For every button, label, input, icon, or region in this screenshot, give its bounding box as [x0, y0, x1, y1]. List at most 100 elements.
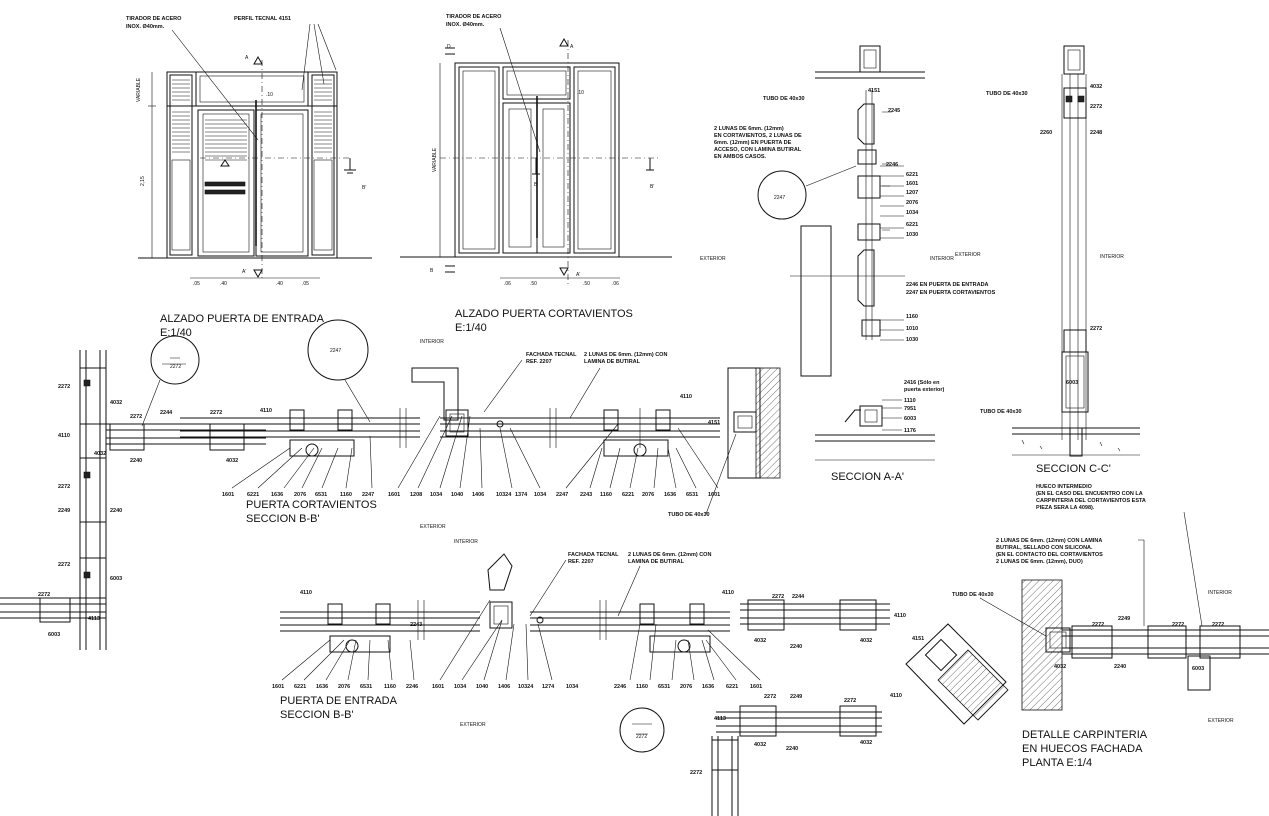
- ref-7951-aa: 7951: [904, 406, 916, 412]
- note-lunas-e1: 2 LUNAS DE 6mm. (12mm) CON: [628, 552, 711, 558]
- title-alzado-entrada: ALZADO PUERTA DE ENTRADA: [160, 313, 325, 325]
- marker-a-prime: A': [242, 269, 246, 275]
- dim-05a: .05: [193, 281, 200, 287]
- marker-a-prime-cv: A': [576, 272, 580, 278]
- note-det-4: 2 LUNAS DE 6mm. (12mm), DUO): [996, 559, 1083, 565]
- ref-4110-bb-r: 4110: [680, 394, 692, 400]
- ref-6221b-aa: 6221: [906, 222, 918, 228]
- ref-6003-l2: 6003: [48, 632, 60, 638]
- ref-fan-1601c: 1601: [708, 492, 720, 498]
- label-interior-cc: INTERIOR: [1100, 254, 1124, 260]
- ref-2240-rd: 2240: [790, 644, 802, 650]
- ref-e-2246: 2246: [406, 684, 418, 690]
- ref-2249-l: 2249: [58, 508, 70, 514]
- elevation-windbreak-door: B B' A A' D B VARIABLE .06 .50 .50 .06 .…: [400, 14, 672, 334]
- ref-2244-l: 2244: [160, 410, 173, 416]
- note-lunas-bb-1: 2 LUNAS DE 6mm. (12mm) CON: [584, 352, 667, 358]
- note-perfil-tecnal: PERFIL TECNAL 4151: [234, 16, 291, 22]
- ref-1160-aa: 1160: [906, 314, 918, 320]
- left-louver: [169, 74, 193, 256]
- dim-40b: .40: [276, 281, 283, 287]
- ref-fan-6221b: 6221: [622, 492, 634, 498]
- right-louver: [311, 74, 335, 256]
- ref-2272-l5: 2272: [58, 562, 70, 568]
- note-fachada-e2: REF. 2207: [568, 559, 594, 565]
- ref-2272b-cc: 2272: [1090, 326, 1102, 332]
- ref-2272-l4: 2272: [58, 484, 70, 490]
- ref-2272-rb3: 2272: [690, 770, 702, 776]
- ref-fan-2243: 2243: [580, 492, 592, 498]
- ref-4113-l: 4113: [88, 616, 100, 622]
- ref-2272-cc: 2272: [1090, 104, 1102, 110]
- ref-e-1160b: 1160: [636, 684, 648, 690]
- ref-fan-1160b: 1160: [600, 492, 612, 498]
- ref-2272-det2: 2272: [1172, 622, 1184, 628]
- ref-e-1034b: 1034: [566, 684, 579, 690]
- ref-fan-1636b: 1636: [664, 492, 676, 498]
- title-entrada-bb: PUERTA DE ENTRADA: [280, 695, 398, 707]
- ref-4032-cc: 4032: [1090, 84, 1102, 90]
- note-2416-1: 2416 (Sólo en: [904, 380, 940, 386]
- note-tirador-2: INOX. Ø40mm.: [126, 24, 165, 30]
- ref-2249-rb: 2249: [790, 694, 802, 700]
- ref-e-2076: 2076: [338, 684, 350, 690]
- note-hueco-3: CARPINTERIA DEL CORTAVIENTOS ESTA: [1036, 498, 1146, 504]
- label-exterior-eb: EXTERIOR: [460, 722, 486, 728]
- ref-2244-rd: 2244: [792, 594, 805, 600]
- ref-e-1601b: 1601: [432, 684, 444, 690]
- label-interior-bb: INTERIOR: [420, 339, 444, 345]
- ref-4110-l: 4110: [58, 433, 70, 439]
- ref-fan-6531: 6531: [315, 492, 327, 498]
- corner-detail-left: 2272 2272 4032 2272 2244 2272 4110 4032 …: [0, 335, 266, 650]
- ref-fan-1601b: 1601: [388, 492, 400, 498]
- ref-2240-det: 2240: [1114, 664, 1126, 670]
- ref-4032-rb: 4032: [754, 742, 766, 748]
- ref-6003-cc: 6003: [1066, 380, 1078, 386]
- ref-e-1601: 1601: [272, 684, 284, 690]
- ref-e-10324: 10324: [518, 684, 534, 690]
- title-detalle-2: EN HUECOS FACHADA: [1022, 743, 1143, 755]
- ref-fan-2247b: 2247: [556, 492, 568, 498]
- label-interior-det: INTERIOR: [1208, 590, 1232, 596]
- ref-fan-1208: 1208: [410, 492, 422, 498]
- ref-e-1274: 1274: [542, 684, 555, 690]
- ref-2247-circle: 2247: [774, 195, 785, 201]
- dim-05b: .05: [302, 281, 309, 287]
- dim-06a: .06: [504, 281, 511, 287]
- label-exterior-det: EXTERIOR: [1208, 718, 1234, 724]
- label-exterior-1: EXTERIOR: [700, 256, 726, 262]
- ref-fan-1601: 1601: [222, 492, 234, 498]
- ref-e-6531: 6531: [360, 684, 372, 690]
- note-lunas-e2: LAMINA DE BUTIRAL: [628, 559, 685, 565]
- dim-50b: .50: [583, 281, 590, 287]
- dim-40: .40: [220, 281, 227, 287]
- ref-2246-aa: 2246: [886, 162, 898, 168]
- section-c-c: TUBO DE 40x30 4032 2272 2260 2248 INTERI…: [980, 45, 1140, 475]
- ref-6003-det: 6003: [1192, 666, 1204, 672]
- profile-details-right: 2272 2244 4110 4032 2240 4032 2272 2272 …: [619, 594, 906, 816]
- note-hueco-2: (EN EL CASO DEL ENCUENTRO CON LA: [1036, 491, 1143, 497]
- ref-2272-l6: 2272: [38, 592, 50, 598]
- ref-fan-1636: 1636: [271, 492, 283, 498]
- label-exterior-aa: EXTERIOR: [955, 252, 981, 258]
- ref-tubo-cc-2: TUBO DE 40x30: [980, 409, 1022, 415]
- ref-fan-1040: 1040: [451, 492, 463, 498]
- ref-fan-1374: 1374: [515, 492, 528, 498]
- ref-7010-aa: 1010: [906, 326, 918, 332]
- ref-2272-rb2: 2272: [844, 698, 856, 704]
- ref-1012-aa: 1030: [906, 337, 918, 343]
- ref-2272-rb: 2272: [764, 694, 776, 700]
- dim-10-cv: .10: [577, 90, 584, 96]
- title-detalle-1: DETALLE CARPINTERIA: [1022, 729, 1148, 741]
- marker-b-prime: B': [362, 185, 366, 191]
- ref-e-1601c: 1601: [750, 684, 762, 690]
- ref-e-1636: 1636: [316, 684, 328, 690]
- note-fachada-1: FACHADA TECNAL: [526, 352, 577, 358]
- ref-2249-det: 2249: [1118, 616, 1130, 622]
- ref-4032-l2: 4032: [226, 458, 238, 464]
- ref-tubo-aa: TUBO DE 40x30: [763, 96, 805, 102]
- dim-50: .50: [530, 281, 537, 287]
- ref-e-6221: 6221: [294, 684, 306, 690]
- ref-4110-rd: 4110: [894, 613, 906, 619]
